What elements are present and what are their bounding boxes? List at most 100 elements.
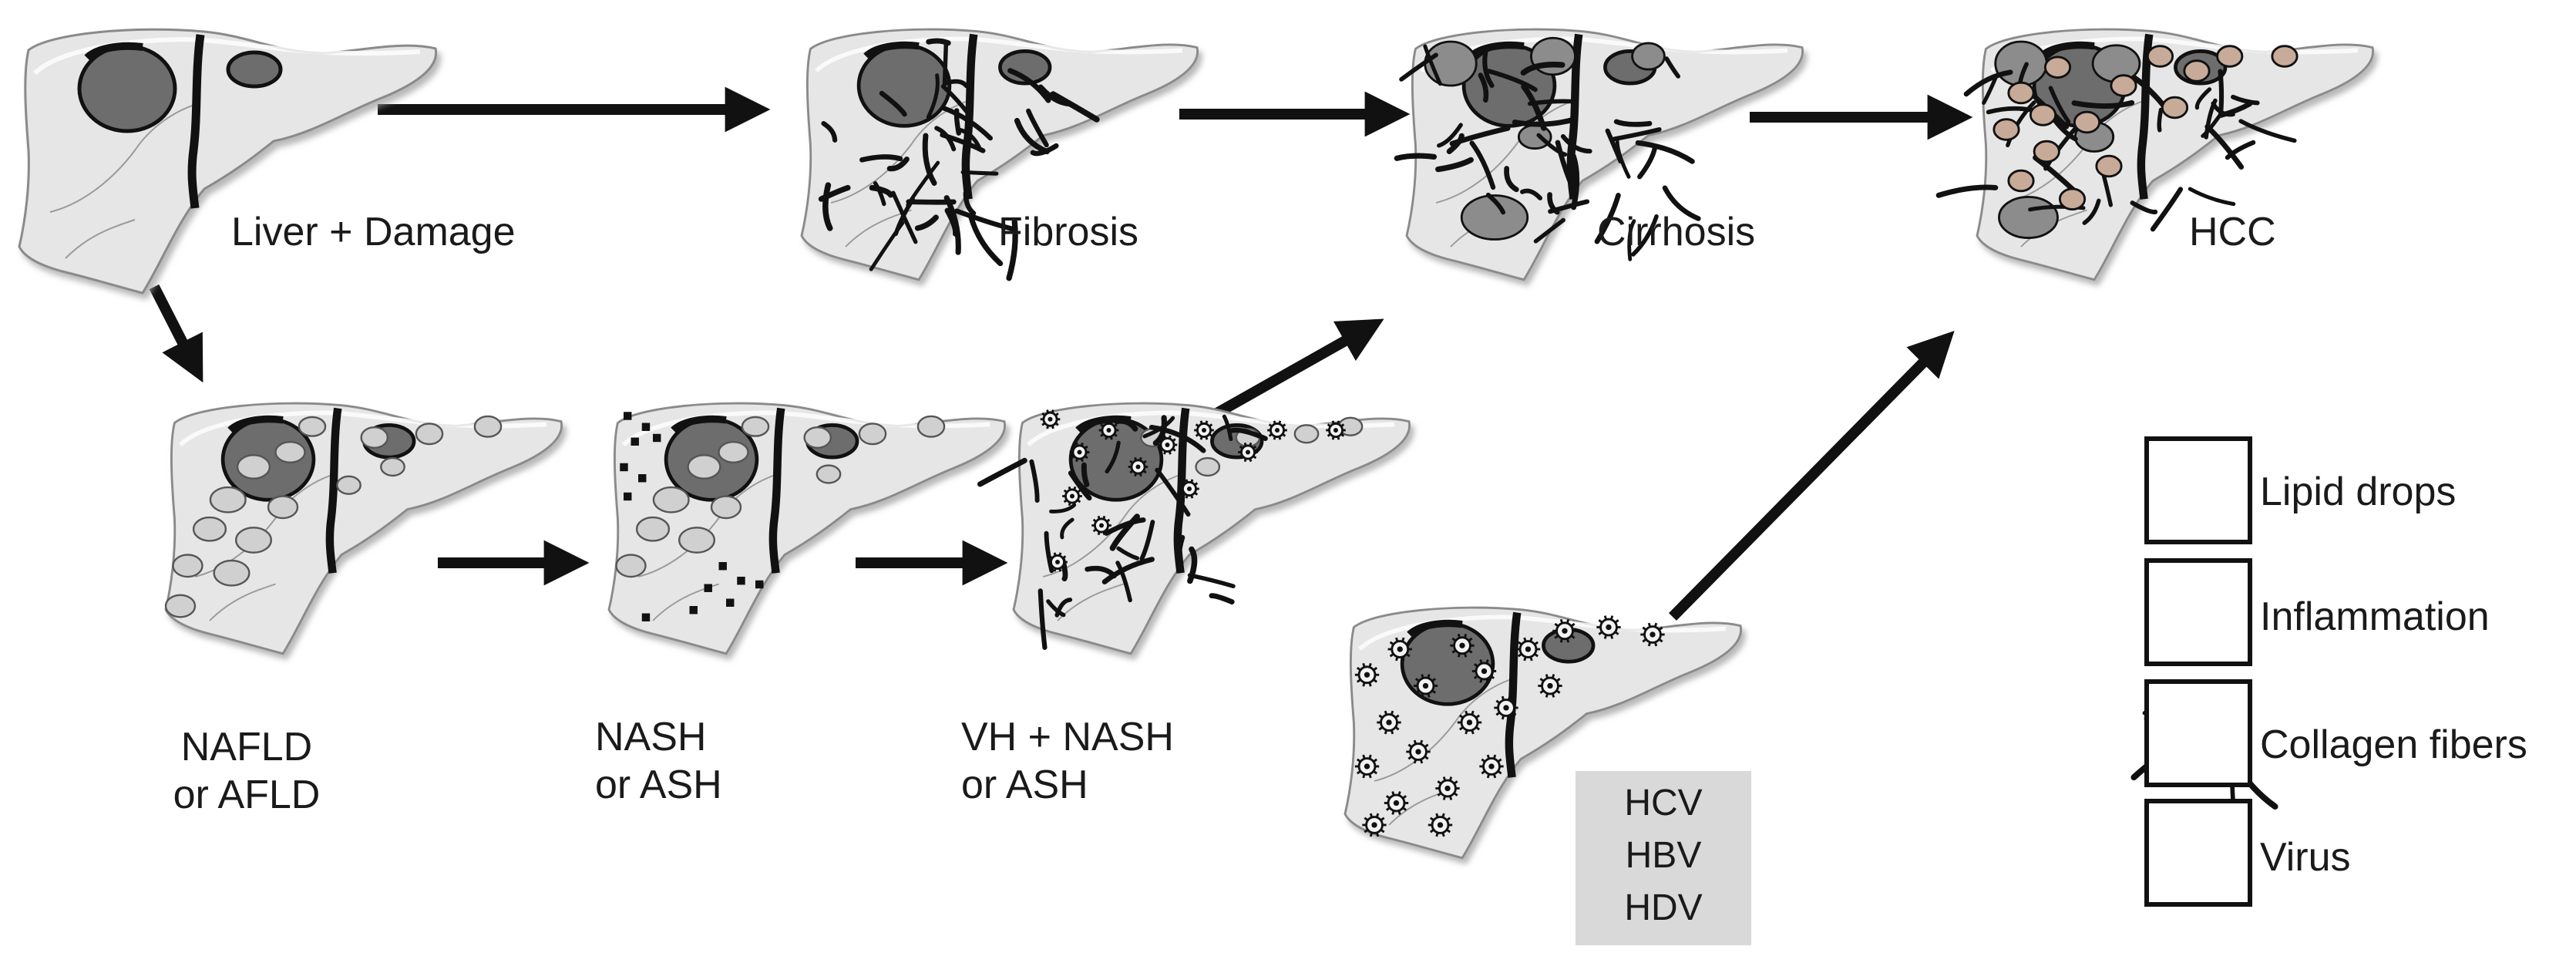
collagen-fiber [1935,184,1999,198]
virus-particle [1596,615,1621,639]
legend-box-inflammation [2144,558,2252,666]
collagen-fiber [1482,50,1495,88]
stage-label-hcc: HCC [2189,210,2276,254]
virus-particle [1435,776,1460,800]
tumor-cell [2007,169,2035,193]
collagen-fiber [1399,52,1438,82]
tumor-cell [2095,154,2123,178]
nodule [1631,42,1666,71]
liver-ligament [325,407,342,574]
collagen-fiber [886,157,910,172]
lipid-drop [615,554,647,578]
collagen-fiber [2130,200,2158,214]
nodule [1460,194,1529,241]
inflammation-dot [624,412,632,420]
tumor-cell [2216,45,2244,68]
lipid-drop [172,554,203,578]
lipid-drop [858,423,887,446]
collagen-fiber [940,84,971,117]
virus-particle [1354,662,1380,687]
lipid-drop [678,527,715,554]
virus-particle [1194,420,1214,440]
collagen-fiber [2188,187,2236,207]
liver-damage [18,28,438,295]
lipid-drop [1293,424,1320,444]
lipid-drop [687,454,721,480]
lipid-drop [741,416,770,437]
collagen-fiber [926,73,940,120]
legend-box-virus [2144,799,2252,907]
collagen-fiber [1029,459,1040,503]
liver-highlight [1026,410,1395,447]
virus-particle [1062,486,1082,507]
liver-ligament [2137,33,2154,200]
collagen-fiber [1085,565,1117,579]
lipid-drop [192,516,227,542]
liver-lobe-edge [671,415,727,433]
tumor-cell [2183,59,2211,82]
collagen-fiber [1605,128,1623,164]
collagen-fiber [1548,199,1590,214]
collagen-fiber [906,160,940,207]
virus-hcv: HCV [1624,783,1703,823]
collagen-fiber [1533,217,1565,244]
lipid-drop [298,416,327,437]
liver-highlight [32,37,421,76]
virus-particle [1471,659,1497,683]
collagen-fiber [2082,198,2101,225]
collagen-fiber [1469,140,1496,190]
virus-particle [1267,420,1287,440]
inflammation-dot [641,423,651,431]
collagen-fiber [914,214,939,231]
virus-particle [1428,813,1453,837]
collagen-fiber [1222,414,1233,442]
virus-particle [1377,710,1401,735]
collagen-fiber [1449,126,1511,146]
collagen-fiber [2157,107,2164,133]
collagen-fiber [1175,534,1185,562]
liver-vessel [1374,678,1514,782]
collagen-fiber [1006,218,1018,281]
liver-vessel [637,473,778,577]
collagen-fiber [942,39,949,86]
collagen-fiber [941,106,993,141]
collagen-fiber [2071,99,2135,109]
lipid-drop [635,516,671,542]
virus-particle [1098,420,1119,440]
collagen-fiber [2006,100,2036,148]
collagen-fiber [1115,561,1132,603]
collagen-fiber [821,121,838,143]
stage-label-nash-line2: or ASH [595,763,722,807]
lipid-drop [718,441,749,463]
collagen-fiber [2231,94,2260,106]
arrow-damage-to-nafld [149,284,203,383]
collagen-fiber [1037,84,1072,107]
collagen-fiber [1664,56,1681,79]
collagen-fiber [1963,69,2013,97]
inflammation-dot [737,577,745,585]
virus-particle [1494,695,1518,720]
liver-lobe [77,44,177,133]
collagen-fiber [1435,157,1474,173]
collagen-fiber [1423,44,1442,86]
virus-particle [1413,674,1438,698]
virus-particle [1406,739,1431,764]
inflammation-dot [653,433,661,443]
virus-particle [1238,442,1258,463]
collagen-fiber [1155,467,1191,517]
collagen-fiber [1046,599,1066,618]
virus-particle [1069,442,1090,463]
liver-ligament [1505,611,1522,778]
collagen-fiber [1152,415,1168,446]
virus-particle [1157,435,1178,455]
nodule [1998,195,2059,240]
collagen-fiber [1437,123,1463,148]
legend-box-lipid [2144,436,2252,544]
collagen-fiber [1109,513,1140,551]
virus-particle [1515,637,1541,662]
inflammation-dot [726,598,735,607]
collagen-fiber [891,190,918,244]
tumor-cell [2043,56,2072,79]
legend-label-inflammation: Inflammation [2260,594,2490,639]
liver-lobe-edge [84,42,143,61]
